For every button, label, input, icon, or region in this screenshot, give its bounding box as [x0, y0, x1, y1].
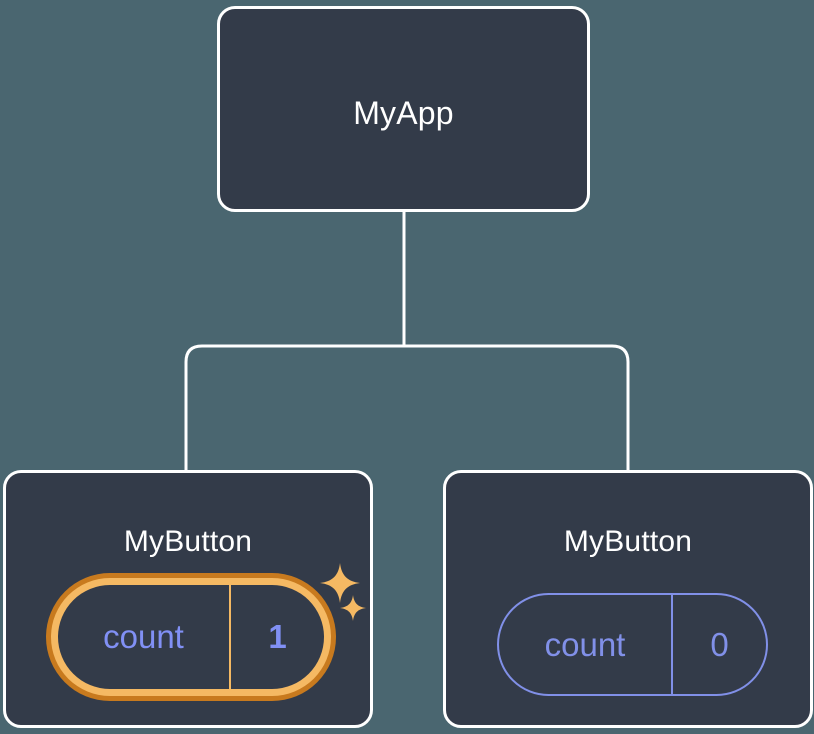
node-myapp[interactable]: MyApp [217, 6, 590, 212]
state-pill-ring-inner: count 1 [51, 578, 331, 696]
node-mybutton-2-title: MyButton [563, 525, 693, 558]
state-pill-core: count 1 [58, 585, 324, 689]
sparkle-icon-large [320, 563, 360, 603]
node-myapp-title: MyApp [353, 95, 454, 131]
connector-children-bus [184, 344, 630, 470]
sparkle-icon-small [340, 595, 366, 621]
state-key-label: count [499, 595, 673, 694]
state-value-label: 1 [268, 618, 287, 655]
state-value-label: 0 [710, 625, 729, 663]
state-key-label: count [58, 585, 231, 689]
node-mybutton-2[interactable]: MyButton count 0 [443, 470, 813, 728]
state-pill-plain[interactable]: count 0 [497, 593, 768, 696]
node-mybutton-1-title: MyButton [123, 525, 253, 558]
node-mybutton-1[interactable]: MyButton count 1 [3, 470, 373, 728]
state-pill-highlighted[interactable]: count 1 [46, 573, 336, 701]
